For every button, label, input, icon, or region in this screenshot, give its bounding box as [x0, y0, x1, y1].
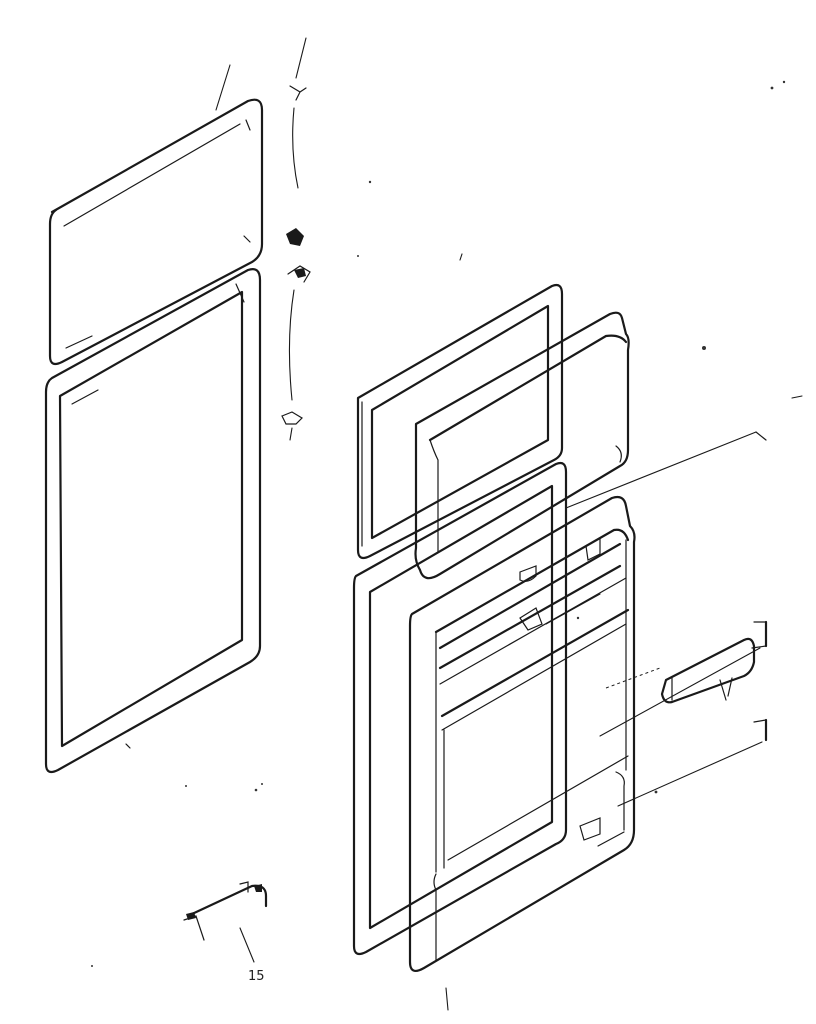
upper-door-shell [414, 311, 767, 582]
hinge-pin-icon [287, 265, 311, 283]
callout-label-15: 15 [248, 969, 265, 984]
hinge-screw-icon [281, 411, 303, 441]
scan-artifacts [91, 80, 803, 1011]
upper-door-gasket [356, 283, 564, 560]
hinge-assembly [281, 37, 311, 441]
hinge-bracket-icon [286, 228, 304, 246]
lower-door-shell [408, 495, 636, 972]
lower-door-gasket [352, 461, 568, 956]
door-handle-assembly [579, 620, 768, 841]
upper-door-liner-panel [48, 64, 264, 366]
lower-door-liner-panel [44, 268, 262, 774]
trim-clip-part-15: 15 [183, 881, 268, 984]
